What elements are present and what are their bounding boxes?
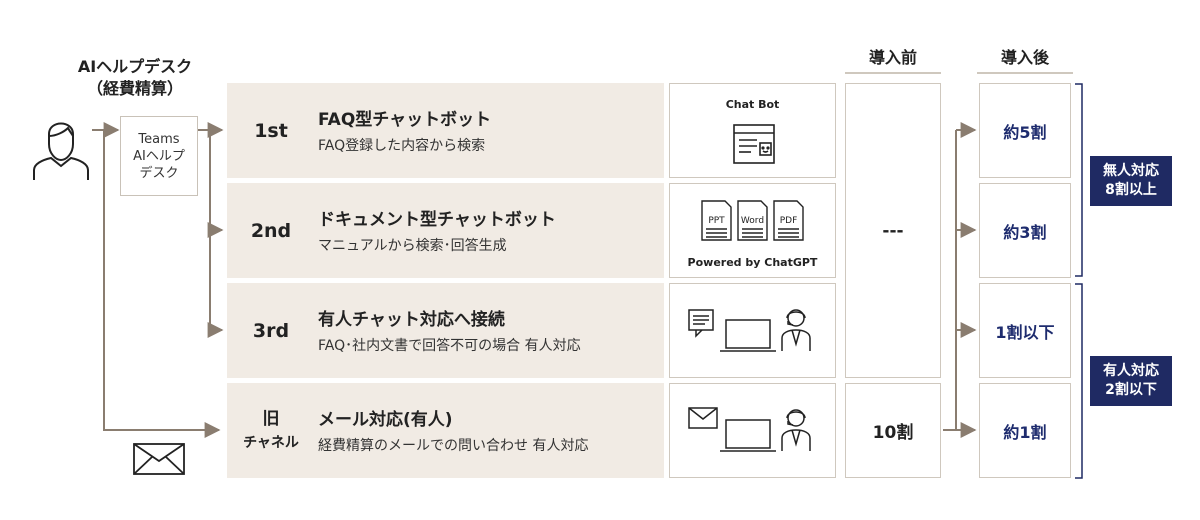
chat-laptop-operator-icon [688,309,811,352]
row-description: マニュアルから検索･回答生成 [318,238,507,254]
manned-badge: 有人対応 2割以下 [1090,356,1172,406]
helpdesk-title: AIヘルプデスク （経費精算） [40,56,230,100]
rank-label: 1st [254,119,288,142]
mail-laptop-operator-icon [688,407,811,452]
rank-label: 3rd [252,319,290,342]
teams-label: Teams [138,131,180,147]
after-header: 導入後 [977,44,1073,74]
after-2nd-value: 約3割 [979,183,1071,278]
document-files-icon [701,200,804,241]
badge-line2: 2割以下 [1105,382,1157,398]
helpdesk-title-line1: AIヘルプデスク [77,57,193,76]
helpdesk-title-line2: （経費精算） [86,79,183,98]
chatbot-label: Chat Bot [725,98,780,111]
chatbot-icon-box: Chat Bot [669,83,836,178]
teams-label: デスク [139,165,179,181]
row-title: ドキュメント型チャットボット [318,210,556,230]
row-title: メール対応(有人) [318,410,453,430]
before-email-value: 10割 [845,383,941,478]
rank-label-line1: 旧 [262,408,280,429]
after-email-value: 約1割 [979,383,1071,478]
row-1st: 1st FAQ型チャットボット FAQ登録した内容から検索 [227,83,664,178]
before-ai-value: --- [845,83,941,378]
row-description: FAQ･社内文書で回答不可の場合 有人対応 [318,338,581,354]
badge-line1: 無人対応 [1103,163,1159,179]
row-description: FAQ登録した内容から検索 [318,138,486,154]
row-3rd: 3rd 有人チャット対応へ接続 FAQ･社内文書で回答不可の場合 有人対応 [227,283,664,378]
row-title: FAQ型チャットボット [318,110,492,130]
powered-by-label: Powered by ChatGPT [687,256,818,269]
row-2nd: 2nd ドキュメント型チャットボット マニュアルから検索･回答生成 [227,183,664,278]
ppt-icon: PPT [708,216,725,226]
word-icon: Word [740,216,765,226]
after-1st-value: 約5割 [979,83,1071,178]
human-chat-icon-box [669,283,836,378]
chatbot-window-icon [733,124,775,164]
user-icon [33,122,89,180]
documents-icon-box: PPT Word PDF Powered by ChatGPT [669,183,836,278]
teams-ai-helpdesk-box: Teams AIヘルプ デスク [120,116,198,196]
pdf-icon: PDF [779,216,798,226]
teams-label: AIヘルプ [133,148,185,164]
rank-label-line2: チャネル [243,434,299,451]
row-title: 有人チャット対応へ接続 [318,310,505,330]
rank-label: 2nd [250,219,292,242]
row-legacy-channel: 旧 チャネル メール対応(有人) 経費精算のメールでの問い合わせ 有人対応 [227,383,664,478]
row-description: 経費精算のメールでの問い合わせ 有人対応 [318,438,589,454]
rank-label: 旧 チャネル [227,383,315,478]
email-operator-icon-box [669,383,836,478]
after-3rd-value: 1割以下 [979,283,1071,378]
unmanned-badge: 無人対応 8割以上 [1090,156,1172,206]
badge-line2: 8割以上 [1105,182,1157,198]
badge-line1: 有人対応 [1103,363,1159,379]
envelope-icon [133,443,185,475]
before-header: 導入前 [845,44,941,74]
